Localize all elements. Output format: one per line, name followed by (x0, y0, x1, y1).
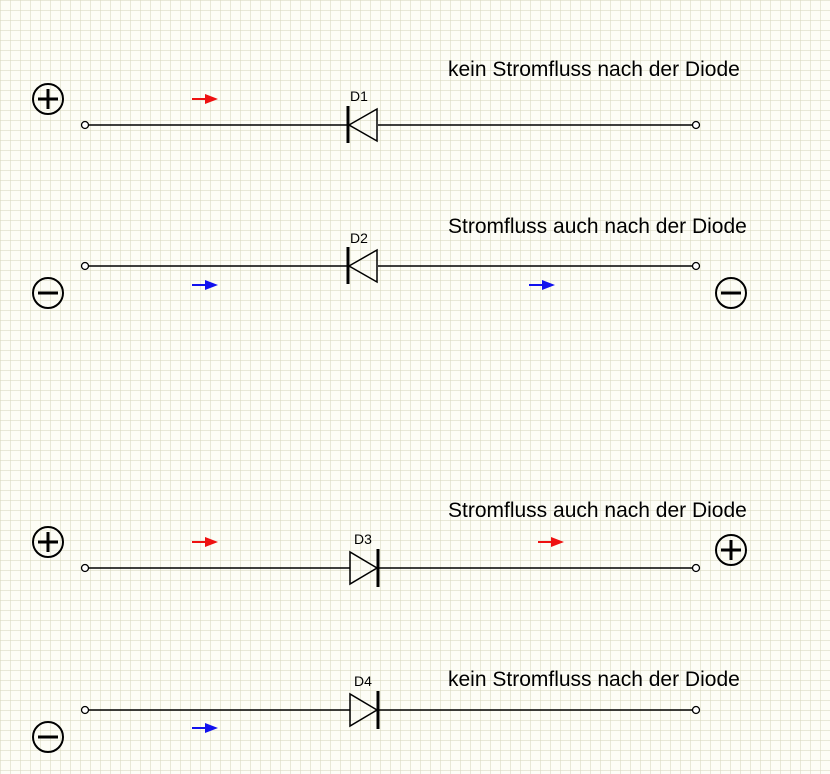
terminal-right-plus-icon (715, 534, 747, 566)
diode-d4-symbol (349, 691, 380, 729)
diode-label-d2: D2 (350, 230, 368, 246)
diode-label-d4: D4 (354, 673, 372, 689)
circuit-d4: kein Stromfluss nach der Diode D4 (32, 668, 740, 753)
wire-node-right (691, 563, 701, 573)
terminal-left-minus-icon (32, 721, 64, 753)
wire-node-right (691, 261, 701, 271)
caption-d3: Stromfluss auch nach der Diode (448, 499, 747, 522)
wire-node-right (691, 120, 701, 130)
diode-label-d3: D3 (354, 531, 372, 547)
circuit-d2: Stromfluss auch nach der Diode D2 (32, 215, 747, 309)
wire-node-left (80, 261, 90, 271)
diode-d2-symbol (346, 247, 378, 284)
wire-node-left (80, 705, 90, 715)
terminal-left-plus-icon (32, 83, 64, 115)
current-arrow-red-icon (192, 94, 218, 104)
caption-d1: kein Stromfluss nach der Diode (448, 58, 740, 81)
current-arrow-blue-icon (192, 723, 218, 733)
wire-node-left (80, 120, 90, 130)
caption-d2: Stromfluss auch nach der Diode (448, 215, 747, 238)
circuit-d1: kein Stromfluss nach der Diode D1 (32, 58, 740, 143)
current-arrow-blue-icon (529, 280, 555, 290)
diode-d1-symbol (346, 106, 378, 143)
wire-node-right (691, 705, 701, 715)
circuit-d3: Stromfluss auch nach der Diode D3 (32, 499, 747, 587)
current-arrow-red-icon (192, 537, 218, 547)
diode-d3-symbol (349, 549, 380, 587)
current-arrow-red-icon (538, 537, 564, 547)
caption-d4: kein Stromfluss nach der Diode (448, 668, 740, 691)
terminal-right-minus-icon (715, 277, 747, 309)
wire-node-left (80, 563, 90, 573)
terminal-left-minus-icon (32, 277, 64, 309)
diode-label-d1: D1 (350, 88, 368, 104)
terminal-left-plus-icon (32, 526, 64, 558)
current-arrow-blue-icon (192, 280, 218, 290)
